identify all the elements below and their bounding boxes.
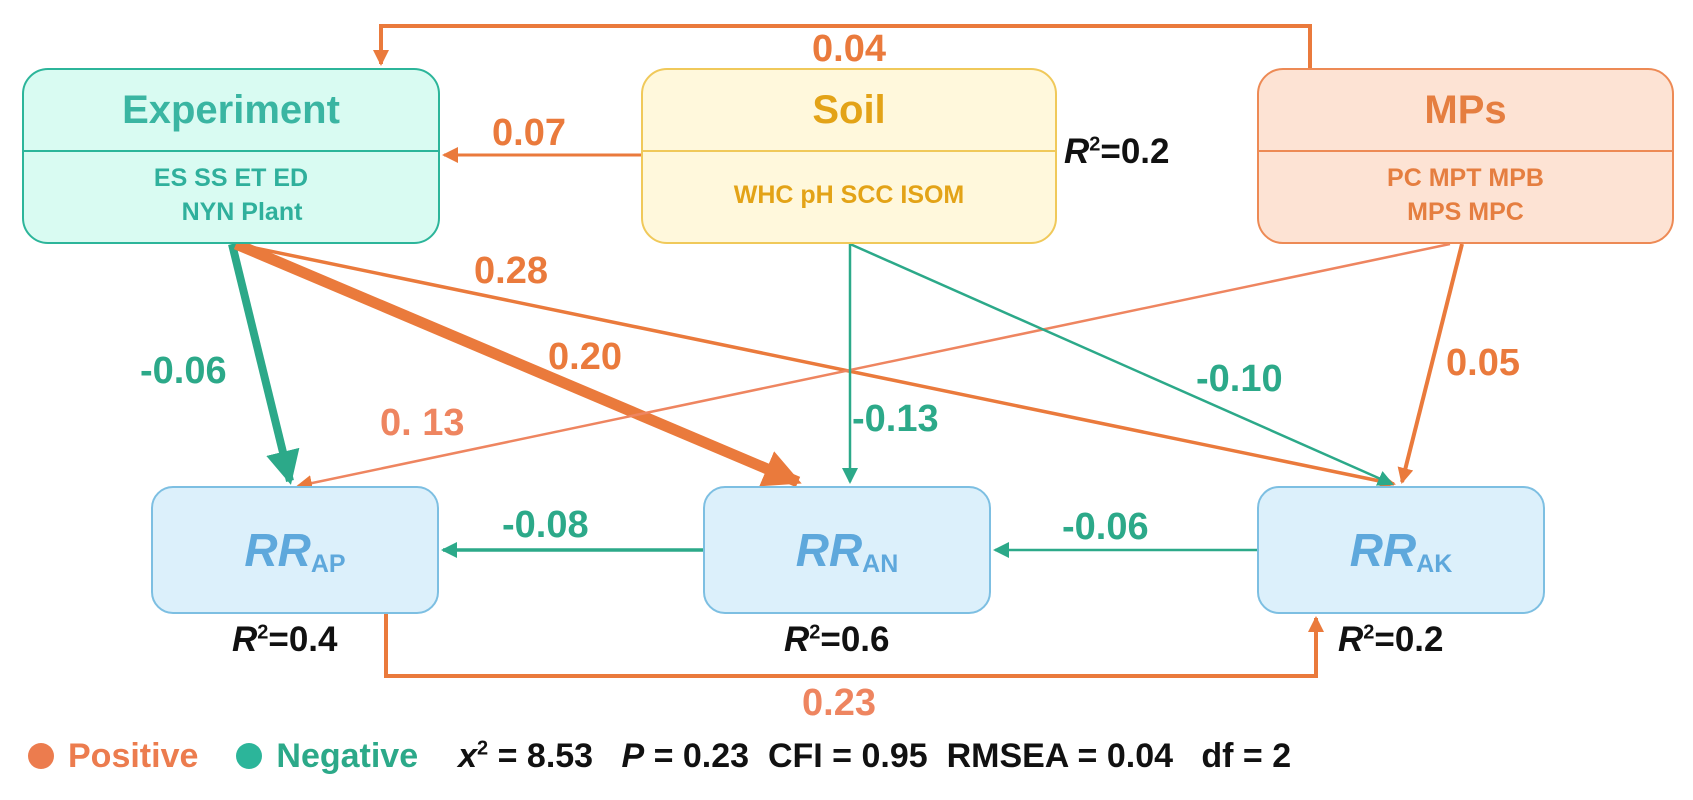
soil-box: Soil WHC pH SCC ISOM xyxy=(641,68,1057,244)
path-mps-rrap xyxy=(296,242,1451,491)
mps-vars-line1: PC MPT MPB xyxy=(1387,164,1544,192)
rr-ak-main: RR xyxy=(1349,524,1417,576)
r2-rr-ap: R2=0.4 xyxy=(232,620,338,659)
coef-rrap-rrak: 0.23 xyxy=(802,682,876,724)
legend-negative: Negative xyxy=(276,736,419,775)
p-symbol: P xyxy=(621,736,645,775)
path-mps-rrak xyxy=(1397,243,1464,484)
coef-experiment-rrak: 0.28 xyxy=(474,250,548,292)
cfi-value: CFI = 0.95 xyxy=(767,736,928,775)
coef-experiment-rran: 0.20 xyxy=(548,336,622,378)
path-soil-rrak xyxy=(849,242,1394,486)
coef-soil-rrak: -0.10 xyxy=(1196,358,1283,400)
coef-rran-rrap: -0.08 xyxy=(502,504,589,546)
mps-divider xyxy=(1259,150,1672,152)
mps-vars-line2: MPS MPC xyxy=(1407,198,1524,226)
negative-dot-icon xyxy=(236,743,263,769)
soil-divider xyxy=(643,150,1055,152)
chi-symbol: x xyxy=(458,736,478,775)
chi-value: = 8.53 xyxy=(488,736,594,775)
rr-ak-sub: AK xyxy=(1416,549,1453,578)
experiment-vars-line1: ES SS ET ED xyxy=(153,164,309,192)
experiment-title: Experiment xyxy=(122,87,340,132)
path-experiment-rrak xyxy=(235,242,1396,489)
mps-box: MPs PC MPT MPB MPS MPC xyxy=(1257,68,1674,244)
positive-dot-icon xyxy=(28,743,54,769)
r2-soil: R2=0.2 xyxy=(1064,132,1170,171)
rr-an-sub: AN xyxy=(862,549,899,578)
experiment-divider xyxy=(24,150,438,152)
soil-variables: WHC pH SCC ISOM xyxy=(643,154,1055,236)
legend: Positive Negative x2 = 8.53 P = 0.23 CFI… xyxy=(28,732,1291,780)
rr-ap-main: RR xyxy=(244,524,311,576)
coef-experiment-rrap: -0.06 xyxy=(140,350,227,392)
mps-title: MPs xyxy=(1424,87,1507,132)
soil-title: Soil xyxy=(812,87,886,132)
legend-positive: Positive xyxy=(68,736,199,775)
experiment-variables: ES SS ET ED NYN Plant xyxy=(24,154,438,236)
r2-rr-ak: R2=0.2 xyxy=(1338,620,1444,659)
coef-rrak-rran: -0.06 xyxy=(1062,506,1149,548)
df-value: df = 2 xyxy=(1201,736,1292,775)
coef-soil-rran: -0.13 xyxy=(852,398,939,440)
path-experiment-rran xyxy=(233,238,802,488)
chi-exp: 2 xyxy=(477,737,489,760)
path-experiment-rrap xyxy=(228,243,300,485)
path-rrap-rrak xyxy=(384,614,1324,678)
coef-mps-rrak: 0.05 xyxy=(1446,342,1520,384)
rmsea-value: RMSEA = 0.04 xyxy=(946,736,1174,775)
soil-vars-line1: WHC pH SCC ISOM xyxy=(733,181,965,209)
p-value: = 0.23 xyxy=(644,736,750,775)
experiment-box: Experiment ES SS ET ED NYN Plant xyxy=(22,68,440,244)
coef-mps-experiment: 0.04 xyxy=(812,28,886,70)
experiment-vars-line2: NYN Plant xyxy=(181,198,303,226)
coef-mps-rrap: 0. 13 xyxy=(380,402,465,444)
mps-variables: PC MPT MPB MPS MPC xyxy=(1259,154,1672,236)
r2-rr-an: R2=0.6 xyxy=(784,620,890,659)
rr-an-main: RR xyxy=(795,524,863,576)
path-mps-experiment xyxy=(373,24,1312,68)
rr-ap-sub: AP xyxy=(310,549,346,578)
coef-soil-experiment: 0.07 xyxy=(492,112,566,154)
fit-statistics: x2 = 8.53 P = 0.23 CFI = 0.95 RMSEA = 0.… xyxy=(458,737,1291,776)
